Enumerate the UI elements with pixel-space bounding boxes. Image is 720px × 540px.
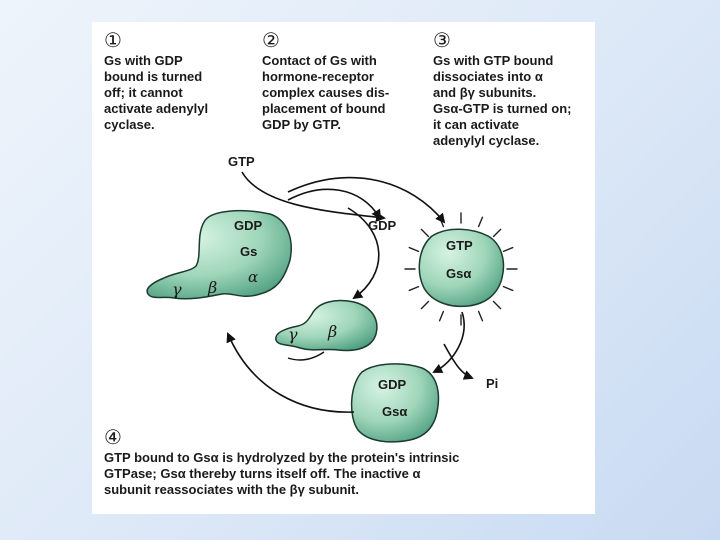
activation-ray [502,246,514,253]
gs-complex-shape [146,209,292,300]
hydrolysis-arrow [432,311,465,373]
inactive-gsa-shape [350,363,440,443]
free-gamma-label: γ [288,325,298,344]
gdp-out-label: GDP [368,218,397,233]
activation-ray [477,310,484,322]
complex-alpha-label: α [248,268,259,286]
betagamma-merge-arrow [287,351,325,361]
activation-ray [408,285,420,292]
step-4-line: GTPase; Gsα thereby turns itself off. Th… [104,466,421,481]
step-4-line: GTP bound to Gsα is hydrolyzed by the pr… [104,450,460,465]
step-1-line: bound is turned [104,69,203,84]
gtp-in-label: GTP [228,154,255,169]
step-3-line: it can activate [433,117,519,132]
step-3-line: Gsα-GTP is turned on; [433,101,572,116]
gdp-out-arrow [287,188,382,220]
step-2-line: GDP by GTP. [262,117,341,132]
activation-ray [477,216,484,228]
complex-beta-label: β [208,278,218,297]
inactive-gsa-label: Gsα [382,404,408,419]
pi-out-label: Pi [486,376,499,391]
step-1-text: ① Gs with GDP bound is turned off; it ca… [104,30,208,133]
step-1-line: cyclase. [104,117,155,132]
activation-ray [420,228,430,238]
activation-ray [408,246,420,253]
diagram-panel: ① Gs with GDP bound is turned off; it ca… [92,22,595,514]
step-2-number: ② [262,30,280,52]
activation-ray [420,300,430,310]
step-4-number: ④ [104,427,122,449]
step-1-number: ① [104,30,122,52]
activation-ray [492,300,502,310]
active-gtp-label: GTP [446,238,473,253]
free-beta-label: β [328,322,338,341]
step-2-line: placement of bound [262,101,386,116]
activation-ray [502,285,514,292]
step-2-line: Contact of Gs with [262,53,377,68]
step-4-line: subunit reassociates with the βγ subunit… [104,482,359,497]
step-3-line: dissociates into α [433,69,543,84]
complex-gdp-label: GDP [234,218,263,233]
dissociation-arrow [287,176,446,224]
active-gsa-label: Gsα [446,266,472,281]
step-1-line: off; it cannot [104,85,183,100]
step-3-text: ③ Gs with GTP bound dissociates into α a… [433,30,571,149]
split-to-betagamma-arrow [347,207,380,300]
step-2-line: hormone-receptor [262,69,374,84]
activation-ray [438,310,445,322]
step-3-number: ③ [433,30,451,52]
active-gsa-shape [418,228,505,308]
pi-out-arrow [443,343,474,380]
complex-gs-label: Gs [240,244,258,259]
step-2-text: ② Contact of Gs with hormone-receptor co… [262,30,389,133]
step-3-line: Gs with GTP bound [433,53,554,68]
activation-ray [492,228,502,238]
diagram-canvas [146,171,518,443]
complex-gamma-label: γ [172,280,182,299]
step-2-line: complex causes dis- [262,85,390,100]
step-4-text: ④ GTP bound to Gsα is hydrolyzed by the … [104,427,459,498]
step-1-line: activate adenylyl [104,101,209,116]
step-3-line: and βγ subunits. [433,85,537,100]
reassociation-arrow [226,332,355,413]
step-1-line: Gs with GDP [104,53,183,68]
step-3-line: adenylyl cyclase. [433,133,540,148]
gtp-in-arrow [241,171,386,223]
beta-gamma-shape [275,299,378,352]
inactive-gdp-label: GDP [378,377,407,392]
